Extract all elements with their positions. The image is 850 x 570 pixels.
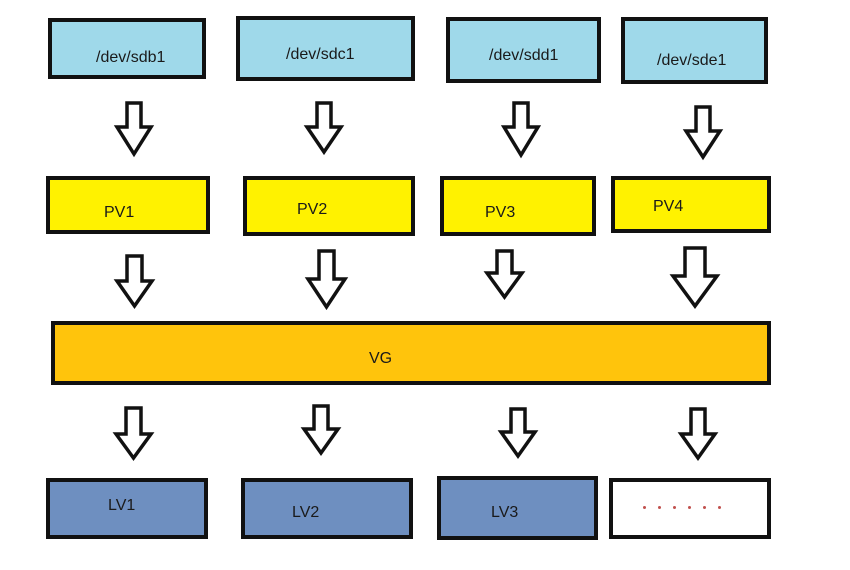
vg-label: VG [369, 350, 393, 367]
down-arrow-icon [677, 407, 719, 462]
down-arrow-icon [113, 101, 155, 158]
ellipsis-dot [718, 506, 721, 509]
lv-label: LV1 [108, 497, 136, 514]
lv-box-2: LV2 [241, 478, 413, 539]
ellipsis-dot [688, 506, 691, 509]
down-arrow-icon [500, 101, 542, 159]
device-label: /dev/sdd1 [489, 47, 559, 64]
device-box-sde1: /dev/sde1 [621, 17, 768, 84]
ellipsis-dot [643, 506, 646, 509]
lv-box-3: LV3 [437, 476, 598, 540]
lv-box-1: LV1 [46, 478, 208, 539]
vg-box: VG [51, 321, 771, 385]
device-box-sdb1: /dev/sdb1 [48, 18, 206, 79]
down-arrow-icon [300, 404, 342, 457]
device-label: /dev/sdc1 [286, 46, 355, 63]
device-label: /dev/sde1 [657, 52, 727, 69]
device-box-sdd1: /dev/sdd1 [446, 17, 601, 83]
ellipsis-dot [658, 506, 661, 509]
down-arrow-icon [682, 105, 724, 161]
pv-box-2: PV2 [243, 176, 415, 236]
ellipsis-dots [643, 506, 723, 512]
pv-box-1: PV1 [46, 176, 210, 234]
down-arrow-icon [669, 246, 721, 309]
pv-label: PV2 [297, 201, 328, 218]
ellipsis-dot [673, 506, 676, 509]
more-lv-box [609, 478, 771, 539]
down-arrow-icon [483, 249, 526, 300]
down-arrow-icon [497, 407, 539, 460]
lv-label: LV2 [292, 504, 320, 521]
pv-label: PV3 [485, 204, 516, 221]
down-arrow-icon [112, 406, 155, 461]
down-arrow-icon [303, 101, 345, 156]
pv-label: PV4 [653, 198, 684, 215]
down-arrow-icon [304, 249, 349, 311]
pv-box-3: PV3 [440, 176, 596, 236]
ellipsis-dot [703, 506, 706, 509]
pv-label: PV1 [104, 204, 135, 221]
pv-box-4: PV4 [611, 176, 771, 233]
down-arrow-icon [113, 254, 156, 310]
lv-label: LV3 [491, 504, 519, 521]
device-box-sdc1: /dev/sdc1 [236, 16, 415, 81]
device-label: /dev/sdb1 [96, 49, 166, 66]
